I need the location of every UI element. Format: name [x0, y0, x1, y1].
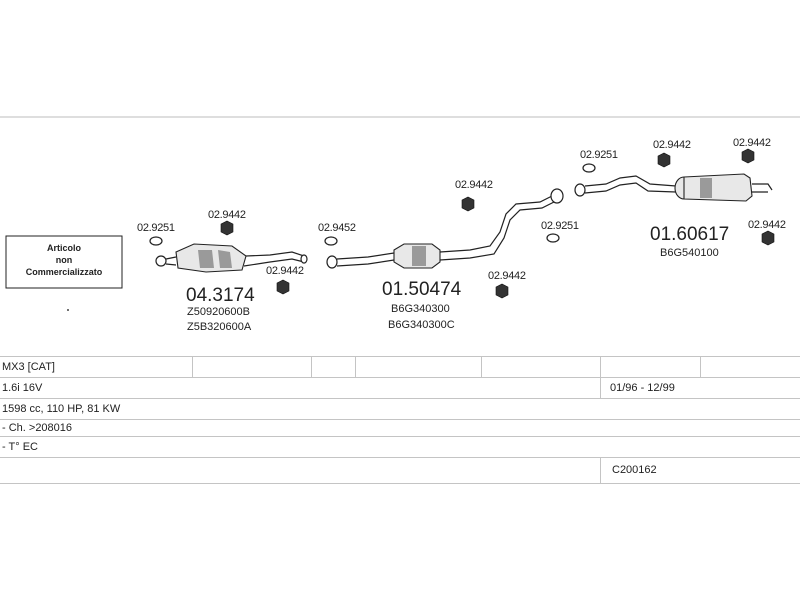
specs-row: 1598 cc, 110 HP, 81 KW: [0, 398, 800, 419]
chassis-row: - Ch. >208016: [0, 419, 800, 436]
center-top-hanger-icon: [461, 196, 475, 212]
code-row: C200162: [0, 457, 800, 484]
center-bottom-hanger-label: 02.9442: [488, 270, 526, 282]
center-pipe-icon: [326, 188, 564, 269]
center-pipe-oem-2: B6G340300C: [388, 319, 455, 331]
rear-gasket-label: 02.9251: [580, 149, 618, 161]
engine-row: 1.6i 16V 01/96 - 12/99: [0, 377, 800, 398]
front-right-hanger-icon: [276, 279, 290, 295]
rear-silencer-oem-1: B6G540100: [660, 247, 719, 259]
front-gasket-label: 02.9251: [137, 222, 175, 234]
chassis-text: - Ch. >208016: [2, 422, 73, 434]
front-catalyst-icon: [155, 243, 308, 273]
rear-right-hanger-icon: [761, 230, 775, 246]
rear-right-hanger-label: 02.9442: [748, 219, 786, 231]
rear-gasket-icon: [582, 163, 596, 173]
not-commercialized-box: Articolo non Commercializzato: [5, 235, 123, 289]
front-gasket-icon: [149, 236, 163, 246]
front-top-hanger-label: 02.9442: [208, 209, 246, 221]
rear-top-left-hanger-label: 02.9442: [653, 139, 691, 151]
center-pipe-oem-1: B6G340300: [391, 303, 450, 315]
specs-text: 1598 cc, 110 HP, 81 KW: [2, 403, 121, 415]
center-pipe-part-number: 01.50474: [382, 279, 462, 300]
vehicle-info-table: MX3 [CAT] 1.6i 16V 01/96 - 12/99 1598 cc…: [0, 356, 800, 484]
front-catalyst-oem-1: Z50920600B: [187, 306, 250, 318]
model-row: MX3 [CAT]: [0, 356, 800, 377]
dates-text: 01/96 - 12/99: [610, 382, 675, 394]
front-top-hanger-icon: [220, 220, 234, 236]
note-line-2: non: [56, 255, 73, 265]
center-left-gasket-label: 02.9452: [318, 222, 356, 234]
rear-top-left-hanger-icon: [657, 152, 671, 168]
rear-silencer-icon: [574, 173, 773, 202]
engine-text: 1.6i 16V: [2, 382, 43, 394]
emission-text: - T° EC: [2, 441, 38, 453]
model-text: MX3 [CAT]: [2, 361, 55, 373]
emission-row: - T° EC: [0, 436, 800, 457]
center-bottom-hanger-icon: [495, 283, 509, 299]
code-text: C200162: [612, 464, 657, 476]
note-line-3: Commercializzato: [26, 267, 103, 277]
rear-top-right-hanger-label: 02.9442: [733, 137, 771, 149]
stray-dot: [67, 309, 69, 311]
center-right-gasket-icon: [546, 233, 560, 243]
front-catalyst-group: 02.9251 02.9442 02.9442 04.3174 Z5092060…: [137, 209, 308, 333]
center-top-hanger-label: 02.9442: [455, 179, 493, 191]
center-left-gasket-icon: [324, 236, 338, 246]
rear-silencer-group: 02.9251 02.9442 02.9442 02.9442 01.60617…: [574, 137, 786, 259]
front-right-hanger-label: 02.9442: [266, 265, 304, 277]
rear-silencer-part-number: 01.60617: [650, 224, 729, 245]
front-catalyst-oem-2: Z5B320600A: [187, 321, 252, 333]
rear-top-right-hanger-icon: [741, 148, 755, 164]
center-pipe-group: 02.9452 02.9442 02.9251 02.9442 01.50474…: [318, 179, 579, 331]
note-line-1: Articolo: [47, 243, 82, 253]
center-right-gasket-label: 02.9251: [541, 220, 579, 232]
front-catalyst-part-number: 04.3174: [186, 285, 255, 306]
exhaust-system-diagram: Articolo non Commercializzato 02.9251 02…: [0, 116, 800, 333]
